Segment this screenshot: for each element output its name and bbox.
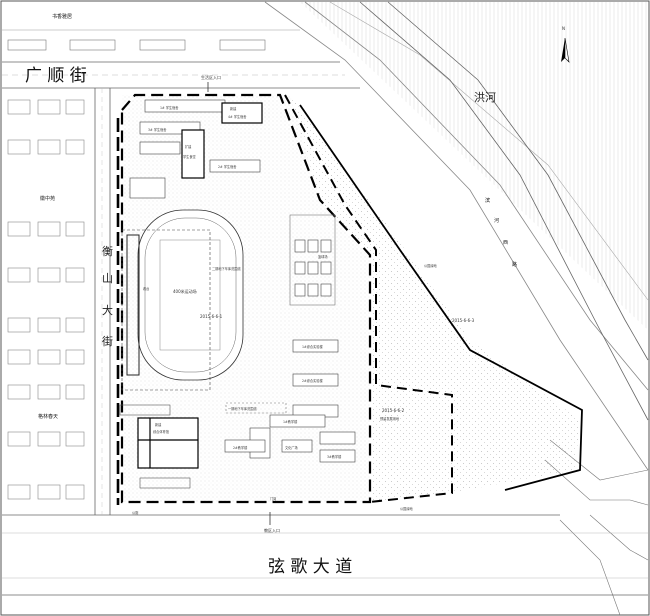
residential-north-label: 书香雅居 [52,13,72,20]
gate-label: 门岗 [270,496,276,501]
hengshan-char-2: 山 [102,272,113,285]
binhe-char-4: 路 [512,261,517,268]
sports-field [121,209,244,391]
gym-building [119,404,199,489]
hengshan-char-1: 衡 [102,245,113,258]
parcel-3-boundary-line [299,104,583,491]
honghe-label: 洪河 [474,90,496,104]
binhe-char-3: 西 [503,240,508,246]
parcel-2-label: 2015-6-6-2 [382,408,405,413]
green-label-2: 公园绿地 [400,506,414,511]
lab1-label: 1#综合实验楼 [302,344,323,349]
residential-west-a-label: 徽中苑 [40,195,55,202]
gym-label: 综合体育馆 [153,429,169,434]
parcel-1-label: 2015-6-6-1 [200,314,223,319]
xiange-avenue-label: 弦 歌 大 道 [268,557,352,577]
binhe-char-1: 滨 [485,197,490,204]
site-boundary-line [120,93,372,504]
dorm1-label: 1# 学生宿舍 [160,105,179,110]
plaza-label: 文化广场 [285,445,298,450]
underground1-label: 一期地下车库范围线 [228,406,257,411]
dorm2-label: 2# 学生宿舍 [218,164,237,169]
binhe-char-2: 河 [494,217,499,224]
parcel-2-note: 预留发展用地 [380,416,400,421]
new-dorm-label: 新建 [230,106,237,111]
teach1-label: 1#教学楼 [283,419,298,424]
lab-buildings [289,214,339,418]
hengshan-street [94,88,111,515]
hengshan-char-4: 街 [102,334,113,348]
north-entrance-label: 生活区入口 [201,74,221,80]
green-label: 公园绿地 [424,263,438,268]
court-label: 篮球场 [318,254,328,259]
south-entrance-label: 教区入口 [264,527,280,533]
stand-label: 看台 [143,286,149,291]
teaching-buildings [224,402,356,463]
teach2-label: 2#教学楼 [233,445,248,450]
field-label: 400米运动场 [173,288,197,294]
new-dorm-sub-label: 4# 学生宿舍 [228,114,247,119]
guangshun-street-label: 广 顺 街 [25,66,87,86]
north-residential-blocks [2,29,300,51]
west-residential-blocks [7,99,85,500]
residential-west-b-label: 格林春天 [38,413,58,420]
guangshun-street [2,61,360,89]
expand-label: 扩建 [185,144,192,149]
dining-label: 学生食堂 [183,154,196,159]
parcel-3-label: 2015-6-6-3 [452,318,475,323]
north-arrow-icon [561,37,570,63]
hengshan-char-3: 大 [102,303,113,317]
dorm-cluster [129,99,263,199]
north-label: N [562,26,565,31]
binhe-xilu-road [359,1,649,616]
honghe-river [264,1,649,471]
lab2-label: 2#综合实验楼 [302,378,323,383]
teach3-label: 3#教学楼 [327,454,342,459]
gym-new-label: 新建 [155,422,162,427]
dorm3-label: 3# 学生宿舍 [148,127,167,132]
parcel-1-area [122,95,370,502]
underground2-label: 二期地下车库范围线 [212,266,241,271]
parcel-2-boundary-line [284,94,453,503]
toilet-label: 公厕 [132,511,138,515]
